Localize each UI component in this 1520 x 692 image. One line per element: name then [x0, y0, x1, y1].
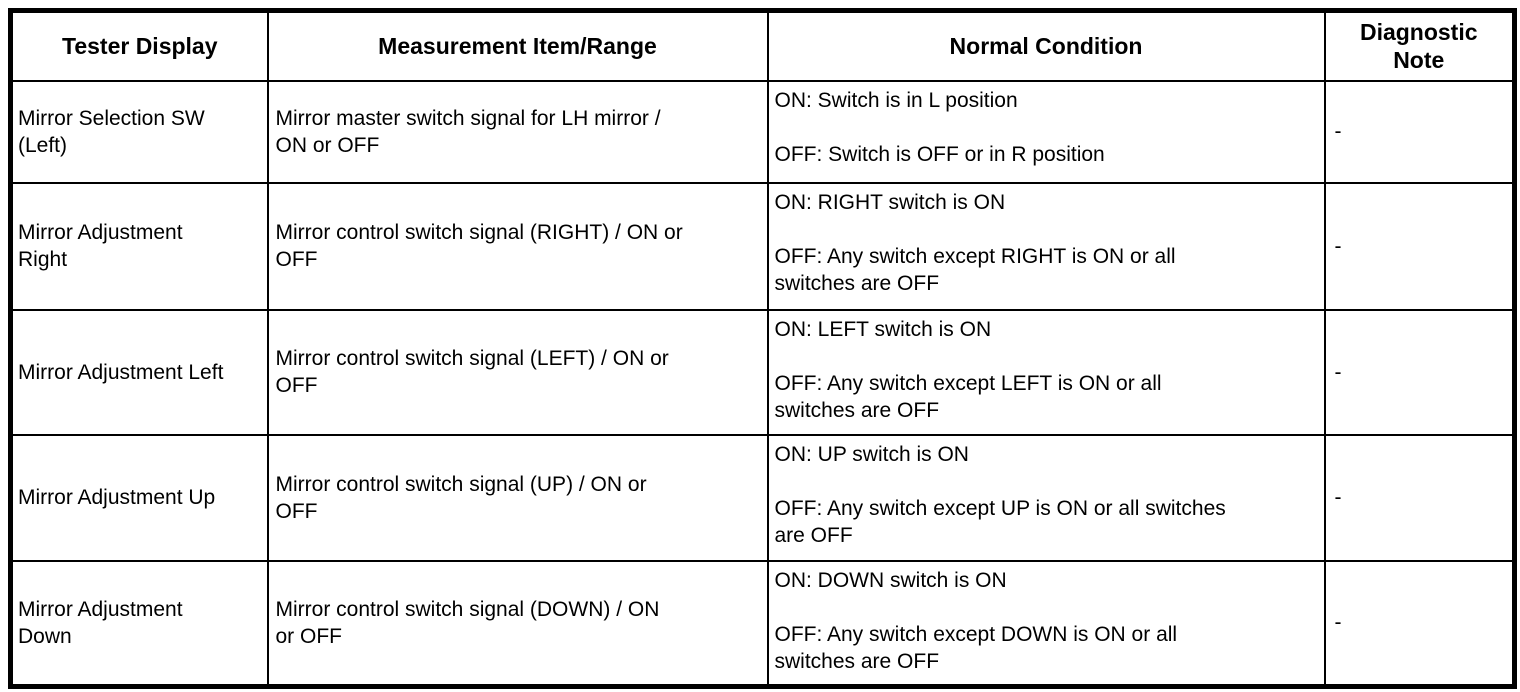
diagnostic-data-table: Tester Display Measurement Item/Range No… — [8, 8, 1517, 689]
cell-normal-condition: ON: LEFT switch is ON OFF: Any switch ex… — [766, 308, 1326, 436]
header-cell-tester-display: Tester Display — [9, 9, 269, 82]
table-row: Mirror Adjustment Up Mirror control swit… — [9, 433, 1516, 562]
header-cell-normal-condition: Normal Condition — [766, 9, 1326, 82]
cell-normal-condition: ON: UP switch is ON OFF: Any switch exce… — [766, 433, 1326, 562]
cell-tester-display: Mirror Adjustment Right — [9, 181, 269, 311]
cell-normal-condition: ON: DOWN switch is ON OFF: Any switch ex… — [766, 559, 1326, 688]
cell-diagnostic-note: - — [1323, 433, 1516, 562]
cell-diagnostic-note: - — [1323, 308, 1516, 436]
table-row: Mirror Adjustment Right Mirror control s… — [9, 181, 1516, 311]
table-row: Mirror Selection SW (Left) Mirror master… — [9, 79, 1516, 184]
table-row: Mirror Adjustment Down Mirror control sw… — [9, 559, 1516, 688]
table-row: Mirror Adjustment Left Mirror control sw… — [9, 308, 1516, 436]
cell-tester-display: Mirror Adjustment Down — [9, 559, 269, 688]
cell-measurement: Mirror control switch signal (UP) / ON o… — [266, 433, 769, 562]
cell-diagnostic-note: - — [1323, 181, 1516, 311]
cell-diagnostic-note: - — [1323, 79, 1516, 184]
table-header-row: Tester Display Measurement Item/Range No… — [9, 9, 1516, 82]
cell-tester-display: Mirror Adjustment Up — [9, 433, 269, 562]
cell-diagnostic-note: - — [1323, 559, 1516, 688]
cell-tester-display: Mirror Adjustment Left — [9, 308, 269, 436]
cell-measurement: Mirror control switch signal (LEFT) / ON… — [266, 308, 769, 436]
cell-normal-condition: ON: RIGHT switch is ON OFF: Any switch e… — [766, 181, 1326, 311]
header-cell-diagnostic-note: Diagnostic Note — [1323, 9, 1516, 82]
header-cell-measurement: Measurement Item/Range — [266, 9, 769, 82]
cell-measurement: Mirror master switch signal for LH mirro… — [266, 79, 769, 184]
cell-measurement: Mirror control switch signal (DOWN) / ON… — [266, 559, 769, 688]
cell-normal-condition: ON: Switch is in L position OFF: Switch … — [766, 79, 1326, 184]
cell-tester-display: Mirror Selection SW (Left) — [9, 79, 269, 184]
cell-measurement: Mirror control switch signal (RIGHT) / O… — [266, 181, 769, 311]
